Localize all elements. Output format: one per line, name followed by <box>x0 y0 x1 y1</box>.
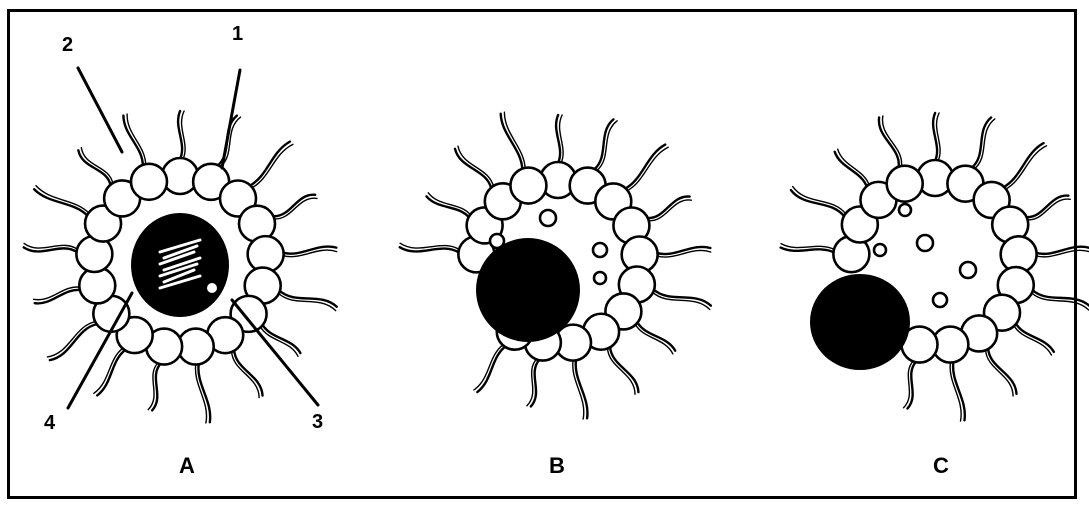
flagellum <box>127 114 146 165</box>
flagellum <box>249 142 289 186</box>
vesicle <box>540 210 556 226</box>
flagellum <box>426 196 469 217</box>
flagellum <box>50 324 98 360</box>
flagellum <box>1016 323 1054 352</box>
flagellum <box>1003 143 1043 187</box>
flagellum <box>627 147 668 191</box>
daughter-colony <box>476 238 580 342</box>
vesicle <box>593 243 607 257</box>
callout-line-1 <box>222 70 240 168</box>
somatic-cell <box>510 168 546 204</box>
callout-line-3 <box>232 300 318 405</box>
flagellum <box>625 145 665 189</box>
flagellum <box>879 117 899 167</box>
flagellum <box>234 350 262 396</box>
callout-label-1: 1 <box>232 24 243 44</box>
flagellum <box>781 248 835 253</box>
flagellum <box>36 186 89 214</box>
callout-label-4: 4 <box>44 413 55 433</box>
flagellum <box>953 361 965 420</box>
cell-b <box>400 112 711 419</box>
flagellum <box>123 116 142 166</box>
flagellum <box>455 149 491 189</box>
flagellum <box>400 247 460 253</box>
flagellum <box>781 244 835 250</box>
flagellum <box>647 196 690 218</box>
flagellum <box>576 359 588 418</box>
flagellum <box>1005 146 1046 190</box>
flagellum <box>791 190 845 217</box>
flagellum <box>78 150 110 185</box>
cell-a <box>24 111 337 423</box>
callout-label-3: 3 <box>312 412 323 432</box>
flagellum <box>501 114 523 170</box>
panel-label-c: C <box>933 455 949 477</box>
vesicle <box>960 262 976 278</box>
cell-c <box>781 113 1089 421</box>
vesicle <box>899 204 911 216</box>
flagellum <box>610 346 638 392</box>
flagellum <box>34 189 88 216</box>
somatic-cell <box>131 164 167 200</box>
vesicle <box>207 283 217 293</box>
flagellum <box>474 345 503 390</box>
somatic-cell <box>887 166 923 202</box>
flagellum <box>635 324 673 354</box>
flagellum <box>1025 196 1068 218</box>
flagellum <box>272 195 315 217</box>
flagellum <box>252 144 293 188</box>
flagellum <box>838 149 870 185</box>
released-daughter-colony <box>810 274 910 370</box>
flagellum <box>988 348 1016 394</box>
flagellum <box>24 247 78 252</box>
flagellum <box>504 112 525 168</box>
flagellum <box>262 324 300 353</box>
flagellum <box>97 350 125 396</box>
flagellum <box>35 290 81 304</box>
flagellum <box>1014 325 1052 355</box>
flagellum <box>637 322 675 351</box>
callout-label-2: 2 <box>62 35 73 55</box>
panel-label-a: A <box>179 455 195 477</box>
flagellum <box>477 346 505 392</box>
vesicle <box>917 235 933 251</box>
vesicle <box>594 272 606 284</box>
vesicle <box>933 293 947 307</box>
callout-line-2 <box>78 68 122 152</box>
somatic-cell <box>162 158 198 194</box>
flagellum <box>835 152 867 187</box>
vesicle <box>874 244 886 256</box>
flagellum <box>198 363 210 422</box>
panel-label-b: B <box>549 455 565 477</box>
